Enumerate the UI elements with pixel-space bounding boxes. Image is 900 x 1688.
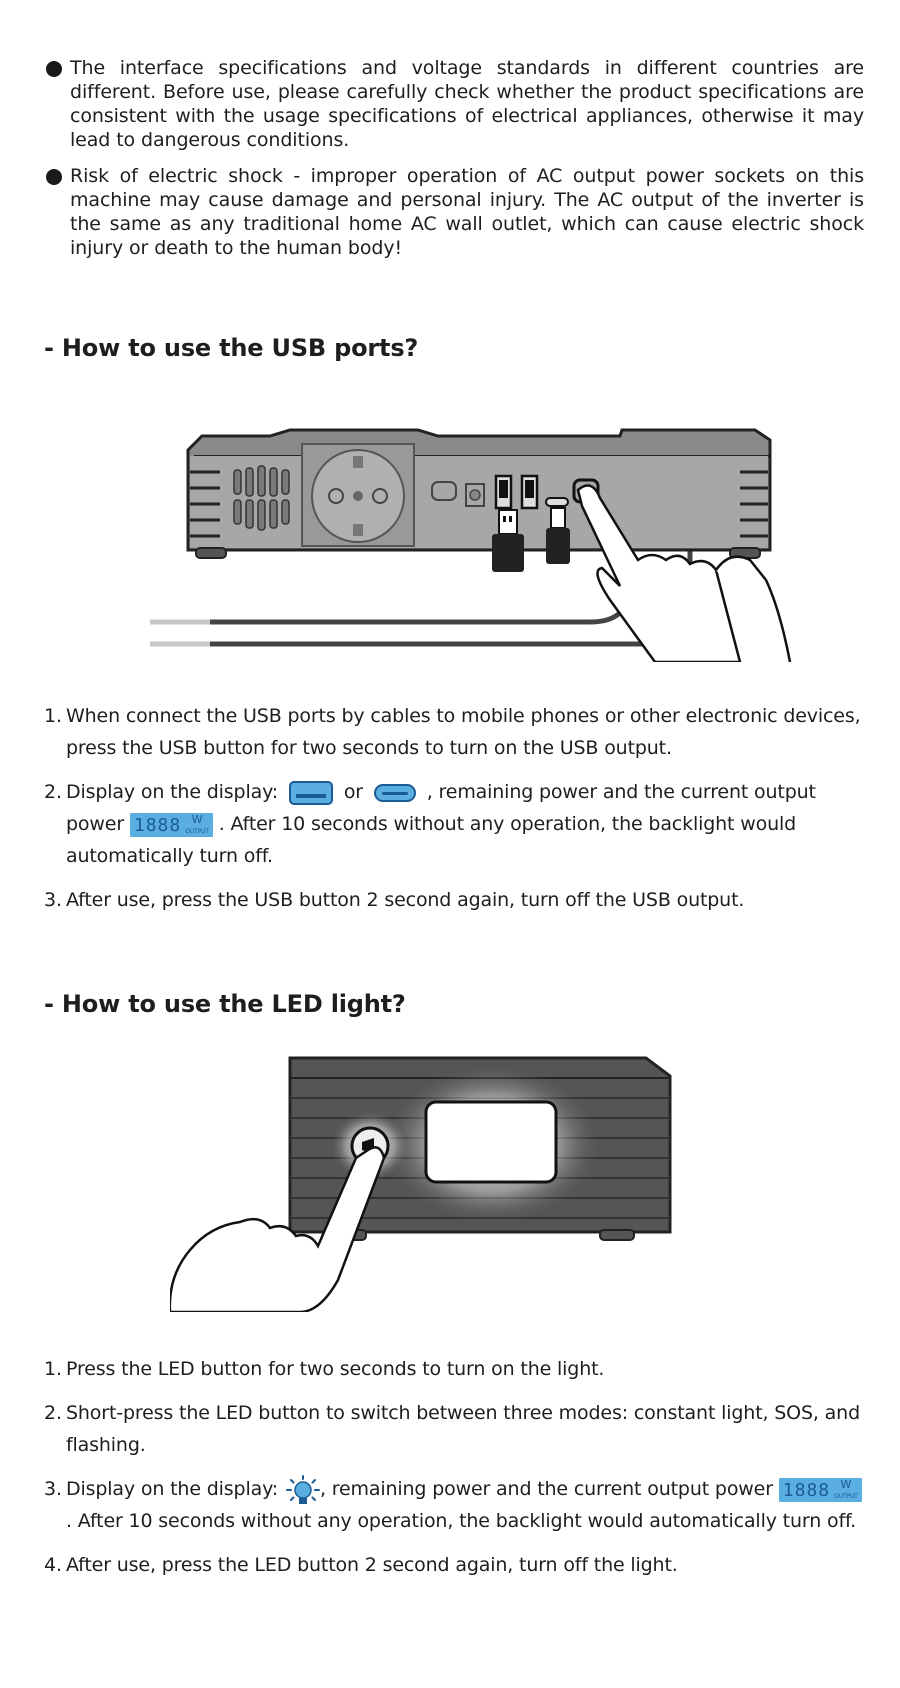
list-item: 2. Short-press the LED button to switch … [44,1402,860,1456]
list-item: 1. Press the LED button for two seconds … [44,1358,605,1380]
warning-text: Risk of electric shock - improper operat… [70,165,864,259]
led-bulb-display-icon [285,1474,320,1504]
usb-steps-list: 1. When connect the USB ports by cables … [44,700,864,928]
led-light-illustration [170,1056,672,1312]
led-section-heading: - How to use the LED light? [44,990,406,1018]
usb-ports-illustration [150,428,792,662]
usb-c-display-icon [373,783,416,802]
warning-item: Risk of electric shock - improper operat… [44,164,864,260]
warning-text: The interface specifications and voltage… [70,57,864,151]
usb-section-heading: - How to use the USB ports? [44,334,419,362]
usb-a-display-icon [288,780,333,805]
list-item: 3. After use, press the USB button 2 sec… [44,889,745,911]
list-item: 4. After use, press the LED button 2 sec… [44,1554,678,1576]
list-item: 3. Display on the display: , remaining p… [44,1473,864,1537]
warning-item: The interface specifications and voltage… [44,56,864,152]
list-item: 1. When connect the USB ports by cables … [44,705,861,759]
bullet-icon [46,61,62,77]
list-item: 2. Display on the display: or , remainin… [44,780,816,867]
bullet-icon [46,169,62,185]
warning-list: The interface specifications and voltage… [44,56,864,272]
led-steps-list: 1. Press the LED button for two seconds … [44,1353,864,1593]
